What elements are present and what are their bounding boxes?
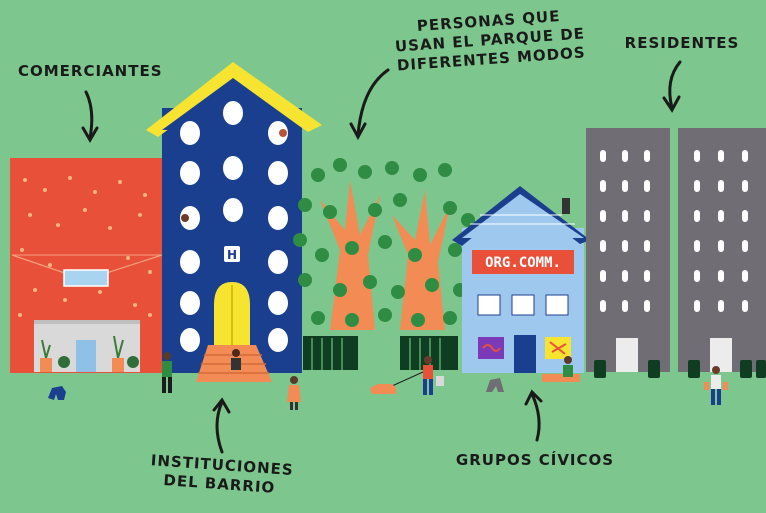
hospital-sign: H [227, 248, 237, 262]
shop-building [10, 158, 163, 373]
label-residentes: RESIDENTES [624, 34, 740, 52]
label-grupos-civicos: GRUPOS CÍVICOS [455, 451, 615, 469]
annotation-arrows [81, 60, 682, 454]
arrow-grupos [530, 392, 541, 442]
arrow-instituciones [215, 400, 224, 454]
arrow-residentes [668, 60, 682, 110]
org-comm-sign: ORG.COMM. [485, 255, 561, 271]
label-comerciantes: COMERCIANTES [18, 62, 163, 80]
people-and-pets [48, 349, 728, 410]
civic-org-building: ORG.COMM. [452, 186, 590, 382]
arrow-parque [356, 68, 390, 137]
apartment-buildings [586, 128, 766, 378]
arrow-comerciantes [84, 90, 94, 140]
park-trees [293, 158, 475, 370]
institution-building: H [146, 62, 322, 382]
